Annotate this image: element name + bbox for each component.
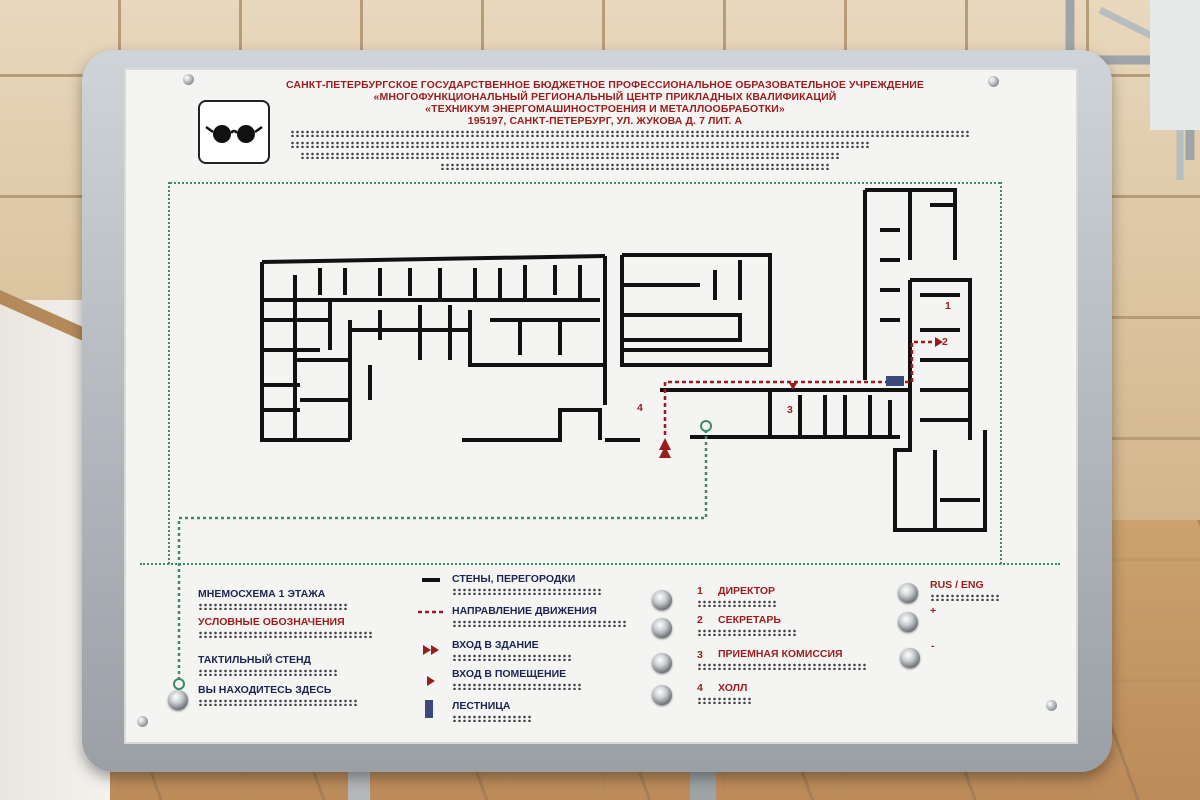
legend-scheme-title: МНЕМОСХЕМА 1 ЭТАЖА — [198, 588, 326, 600]
stand-marker-plan — [700, 420, 712, 432]
language-toggle-button[interactable] — [898, 583, 918, 603]
braille-text — [198, 603, 348, 610]
border-line — [168, 182, 170, 564]
room-4-number: 4 — [697, 682, 703, 694]
room-2-audio-button[interactable] — [652, 618, 672, 638]
screw — [1046, 700, 1057, 711]
braille-text — [440, 163, 830, 170]
route-direction — [663, 340, 940, 435]
entrance-room-symbol — [427, 676, 435, 686]
header-line-3: «ТЕХНИКУМ ЭНЕРГОМАШИНОСТРОЕНИЯ И МЕТАЛЛО… — [425, 103, 785, 115]
legend-stairs: ЛЕСТНИЦА — [452, 700, 511, 712]
braille-text — [930, 594, 1000, 601]
legend-entrance-room: ВХОД В ПОМЕЩЕНИЕ — [452, 668, 567, 680]
braille-text — [697, 663, 867, 670]
room-4-audio-button[interactable] — [652, 685, 672, 705]
screw — [183, 74, 194, 85]
stand-marker-legend — [173, 678, 185, 690]
room-label-4: 4 — [637, 402, 643, 414]
legend-you-are-here: ВЫ НАХОДИТЕСЬ ЗДЕСЬ — [198, 684, 332, 696]
door-arrow — [789, 383, 797, 390]
plan-walls — [260, 188, 987, 532]
legend-walls: СТЕНЫ, ПЕРЕГОРОДКИ — [452, 573, 576, 585]
room-2-name: СЕКРЕТАРЬ — [718, 614, 781, 626]
room-1-number: 1 — [697, 585, 703, 597]
room-3-name: ПРИЕМНАЯ КОМИССИЯ — [718, 648, 843, 660]
room-label-2: 2 — [942, 336, 948, 348]
you-are-here-button[interactable] — [168, 690, 188, 710]
glasses-icon — [205, 125, 263, 143]
screw — [988, 76, 999, 87]
braille-text — [697, 697, 752, 704]
volume-down-label: - — [931, 640, 935, 652]
volume-down-button[interactable] — [900, 648, 920, 668]
entrance-arrow — [659, 438, 671, 458]
screw — [137, 716, 148, 727]
legend-symbols-title: УСЛОВНЫЕ ОБОЗНАЧЕНИЯ — [198, 616, 345, 628]
legend-stand: ТАКТИЛЬНЫЙ СТЕНД — [198, 654, 312, 666]
braille-text — [290, 141, 870, 148]
braille-text — [452, 654, 572, 661]
entrance-building-symbol — [423, 645, 439, 655]
braille-text — [452, 620, 627, 627]
braille-text — [198, 699, 358, 706]
braille-text — [290, 130, 970, 137]
room-3-audio-button[interactable] — [652, 653, 672, 673]
braille-text — [697, 629, 797, 636]
braille-text — [198, 631, 373, 638]
braille-text — [452, 588, 602, 595]
header-line-1: САНКТ-ПЕТЕРБУРГСКОЕ ГОСУДАРСТВЕННОЕ БЮДЖ… — [285, 79, 925, 91]
low-vision-sign — [198, 100, 270, 164]
section-divider — [170, 182, 1000, 184]
legend-entrance-building: ВХОД В ЗДАНИЕ — [452, 639, 539, 651]
stairs-mark — [886, 376, 904, 386]
border-line — [1000, 182, 1002, 564]
section-divider — [140, 563, 1060, 565]
volume-up-label: + — [930, 605, 937, 617]
volume-up-button[interactable] — [898, 612, 918, 632]
header-line-4: 195197, САНКТ-ПЕТЕРБУРГ, УЛ. ЖУКОВА Д. 7… — [467, 115, 743, 127]
stand-pole-back — [348, 770, 370, 800]
room-label-1: 1 — [945, 300, 951, 312]
room-1-name: ДИРЕКТОР — [718, 585, 776, 597]
room-4-name: ХОЛЛ — [718, 682, 748, 694]
legend-direction: НАПРАВЛЕНИЕ ДВИЖЕНИЯ — [452, 605, 597, 617]
room-1-audio-button[interactable] — [652, 590, 672, 610]
room-label-3: 3 — [787, 404, 793, 416]
room-3-number: 3 — [697, 649, 703, 661]
braille-text — [697, 600, 777, 607]
stairs-symbol — [425, 700, 433, 718]
route-to-stand — [177, 430, 708, 680]
braille-text — [300, 152, 840, 159]
braille-text — [198, 669, 338, 676]
door-arrow — [935, 337, 943, 347]
header-line-2: «МНОГОФУНКЦИОНАЛЬНЫЙ РЕГИОНАЛЬНЫЙ ЦЕНТР … — [373, 91, 837, 103]
braille-text — [452, 683, 582, 690]
room-2-number: 2 — [697, 614, 703, 626]
chair-frame — [1065, 0, 1200, 180]
language-label: RUS / ENG — [930, 579, 984, 591]
braille-text — [452, 715, 532, 722]
